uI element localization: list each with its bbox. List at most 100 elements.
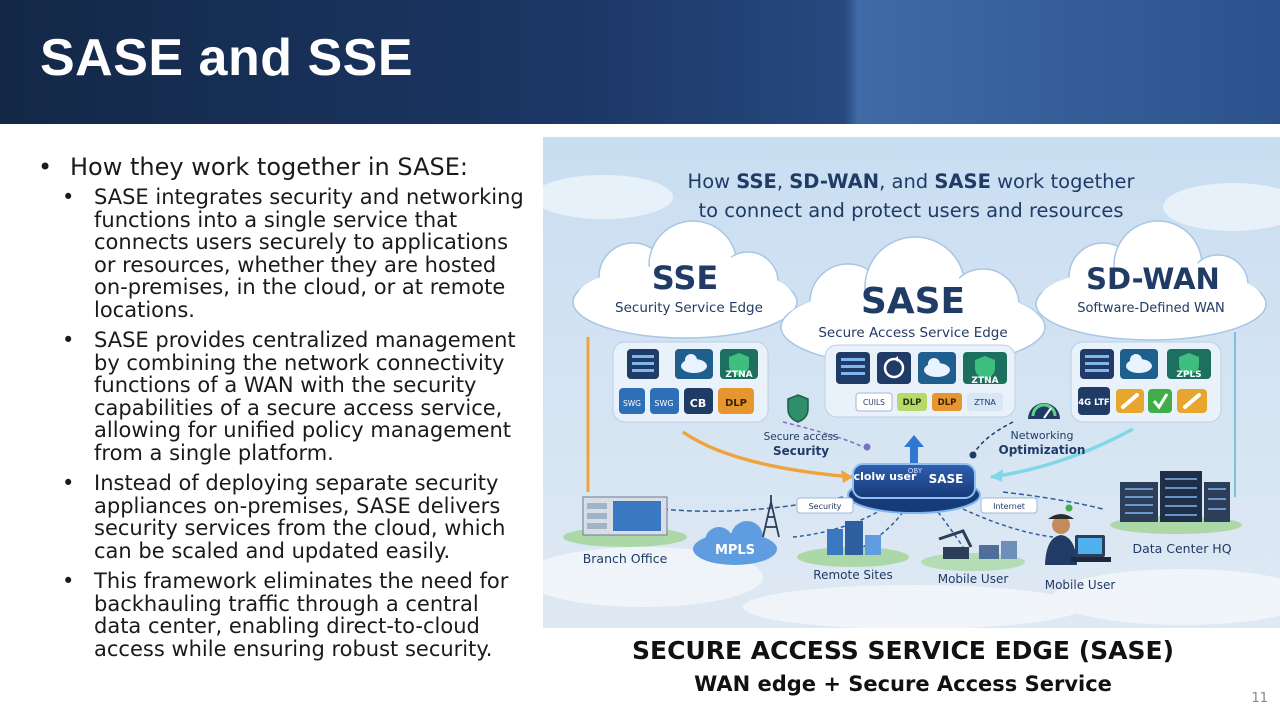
sdwan-title: SD-WAN bbox=[1086, 262, 1220, 296]
arrow-head bbox=[841, 470, 853, 483]
mobile-user-2-label: Mobile User bbox=[1045, 578, 1116, 592]
ztna-shield-icon: ZTNA bbox=[720, 349, 758, 380]
building-icon bbox=[827, 529, 843, 555]
hub-left-label: clolw user bbox=[854, 470, 917, 483]
sub-bullet-text: This framework eliminates the need for b… bbox=[94, 569, 509, 661]
tile-label: 4G LTF bbox=[1078, 398, 1110, 408]
bullet-main: • How they work together in SASE: bbox=[38, 152, 528, 182]
bullet-dot: • bbox=[62, 569, 75, 593]
tile-label: SWG bbox=[654, 399, 673, 408]
tile-label: ZTNA bbox=[974, 398, 996, 407]
server-icon bbox=[1080, 349, 1114, 379]
link-icon bbox=[1177, 389, 1207, 413]
caption-subtitle: WAN edge + Secure Access Service bbox=[694, 672, 1112, 696]
caption-title: SECURE ACCESS SERVICE EDGE (SASE) bbox=[631, 636, 1174, 665]
tile-label: SWG bbox=[623, 399, 641, 408]
server-icon bbox=[836, 352, 870, 384]
pumpjack-icon bbox=[938, 529, 973, 548]
heading-part: , bbox=[777, 170, 789, 193]
security-arrow bbox=[681, 430, 854, 479]
tile-dlp: DLP bbox=[932, 393, 962, 411]
mobile-user-1: Mobile User bbox=[921, 529, 1025, 586]
sub-bullet: • SASE integrates security and networkin… bbox=[62, 186, 528, 321]
node-dot bbox=[969, 451, 977, 459]
sub-bullets: • SASE integrates security and networkin… bbox=[62, 186, 528, 660]
node-dot bbox=[1065, 504, 1073, 512]
sdwan-tile-panel: ZPLS 4G LTF bbox=[1070, 341, 1222, 423]
link-icon bbox=[1116, 389, 1144, 413]
zpls-shield-icon: ZPLS bbox=[1167, 349, 1211, 380]
node-dot bbox=[863, 443, 871, 451]
slide-title: SASE and SSE bbox=[40, 29, 413, 87]
page-number: 11 bbox=[1251, 691, 1268, 706]
internet-tag: Internet bbox=[980, 497, 1038, 514]
sse-subtitle: Security Service Edge bbox=[615, 300, 763, 316]
sub-bullet: • Instead of deploying separate security… bbox=[62, 472, 528, 562]
bullet-dot: • bbox=[38, 153, 53, 181]
sub-bullet-text: Instead of deploying separate security a… bbox=[94, 471, 506, 563]
branch-office: Branch Office bbox=[563, 496, 687, 566]
secure-access-callout: Secure access Security bbox=[764, 394, 839, 458]
networking-label: Networking bbox=[1011, 429, 1074, 442]
tile-label: DLP bbox=[725, 398, 747, 409]
remote-sites-label: Remote Sites bbox=[813, 568, 892, 582]
optimization-arrow bbox=[990, 427, 1134, 479]
heading-part-sse: SSE bbox=[736, 170, 777, 193]
tile-ztna: ZTNA bbox=[967, 393, 1003, 411]
heading-part: How bbox=[688, 170, 737, 193]
sdwan-cloud: SD-WAN Software-Defined WAN bbox=[1035, 220, 1267, 341]
tile-label: ZTNA bbox=[971, 376, 998, 386]
tile-label: CUILS bbox=[863, 398, 885, 407]
mpls-cloud: MPLS bbox=[693, 521, 777, 565]
sase-tile-panel: ZTNA CUILS DLP DLP ZTNA bbox=[824, 344, 1016, 418]
hub-mid-label: OBY bbox=[908, 467, 923, 475]
swg-icon: SWG bbox=[619, 388, 645, 414]
bullet-dot: • bbox=[62, 328, 75, 352]
networking-callout: Networking Optimization bbox=[999, 403, 1086, 457]
tile-cuils: CUILS bbox=[855, 392, 893, 412]
title-bar: SASE and SSE bbox=[0, 0, 1280, 124]
data-center-hq: Data Center HQ bbox=[1110, 471, 1242, 556]
cloud-tile-icon bbox=[675, 349, 713, 379]
check-icon bbox=[1148, 389, 1172, 413]
internet-tag-label: Internet bbox=[993, 502, 1025, 511]
remote-sites: Remote Sites bbox=[797, 521, 909, 582]
heading-part: , and bbox=[879, 170, 934, 193]
hub-right-label: SASE bbox=[929, 472, 964, 486]
tile-label: CB bbox=[690, 397, 706, 410]
lte-icon: 4G LTF bbox=[1078, 387, 1110, 415]
tower-icon bbox=[762, 495, 780, 538]
optimization-label: Optimization bbox=[999, 443, 1086, 457]
shield-icon bbox=[787, 394, 809, 423]
sub-bullet: • SASE provides centralized management b… bbox=[62, 329, 528, 464]
sase-hub: clolw user OBY SASE bbox=[847, 463, 981, 514]
sse-tile-panel: ZTNA SWG SWG CB DLP bbox=[612, 341, 769, 423]
bullet-main-text: How they work together in SASE: bbox=[70, 153, 468, 181]
person-icon bbox=[1052, 516, 1070, 534]
figure-heading-line2: to connect and protect users and resourc… bbox=[699, 199, 1124, 222]
data-center-label: Data Center HQ bbox=[1132, 541, 1231, 556]
sase-diagram: How SSE, SD-WAN, and SASE work together … bbox=[543, 137, 1280, 628]
sase-subtitle: Secure Access Service Edge bbox=[818, 325, 1007, 341]
up-arrow-head bbox=[904, 435, 924, 447]
casb-icon: CB bbox=[684, 388, 713, 414]
secure-access-label: Secure access bbox=[764, 431, 839, 443]
connection-lines bbox=[586, 332, 1236, 548]
tile-label: ZTNA bbox=[725, 370, 752, 380]
mobile-user-1-label: Mobile User bbox=[938, 572, 1009, 586]
datacenter-icon bbox=[1120, 482, 1158, 522]
sase-title: SASE bbox=[861, 281, 965, 322]
arrow-head bbox=[991, 469, 1003, 482]
sdwan-subtitle: Software-Defined WAN bbox=[1077, 301, 1225, 316]
figure-heading-line1: How SSE, SD-WAN, and SASE work together bbox=[688, 170, 1136, 193]
sub-bullet-text: SASE integrates security and networking … bbox=[94, 185, 524, 322]
cloud-tile-icon bbox=[1120, 349, 1158, 379]
background-clouds bbox=[543, 175, 1280, 628]
bullet-dot: • bbox=[62, 471, 75, 495]
mpls-label: MPLS bbox=[715, 543, 755, 558]
tile-label: DLP bbox=[903, 398, 922, 408]
security-label: Security bbox=[773, 444, 829, 458]
bullet-list: • How they work together in SASE: • SASE… bbox=[38, 152, 528, 668]
branch-office-label: Branch Office bbox=[583, 551, 668, 566]
security-tag: Security bbox=[796, 497, 854, 514]
